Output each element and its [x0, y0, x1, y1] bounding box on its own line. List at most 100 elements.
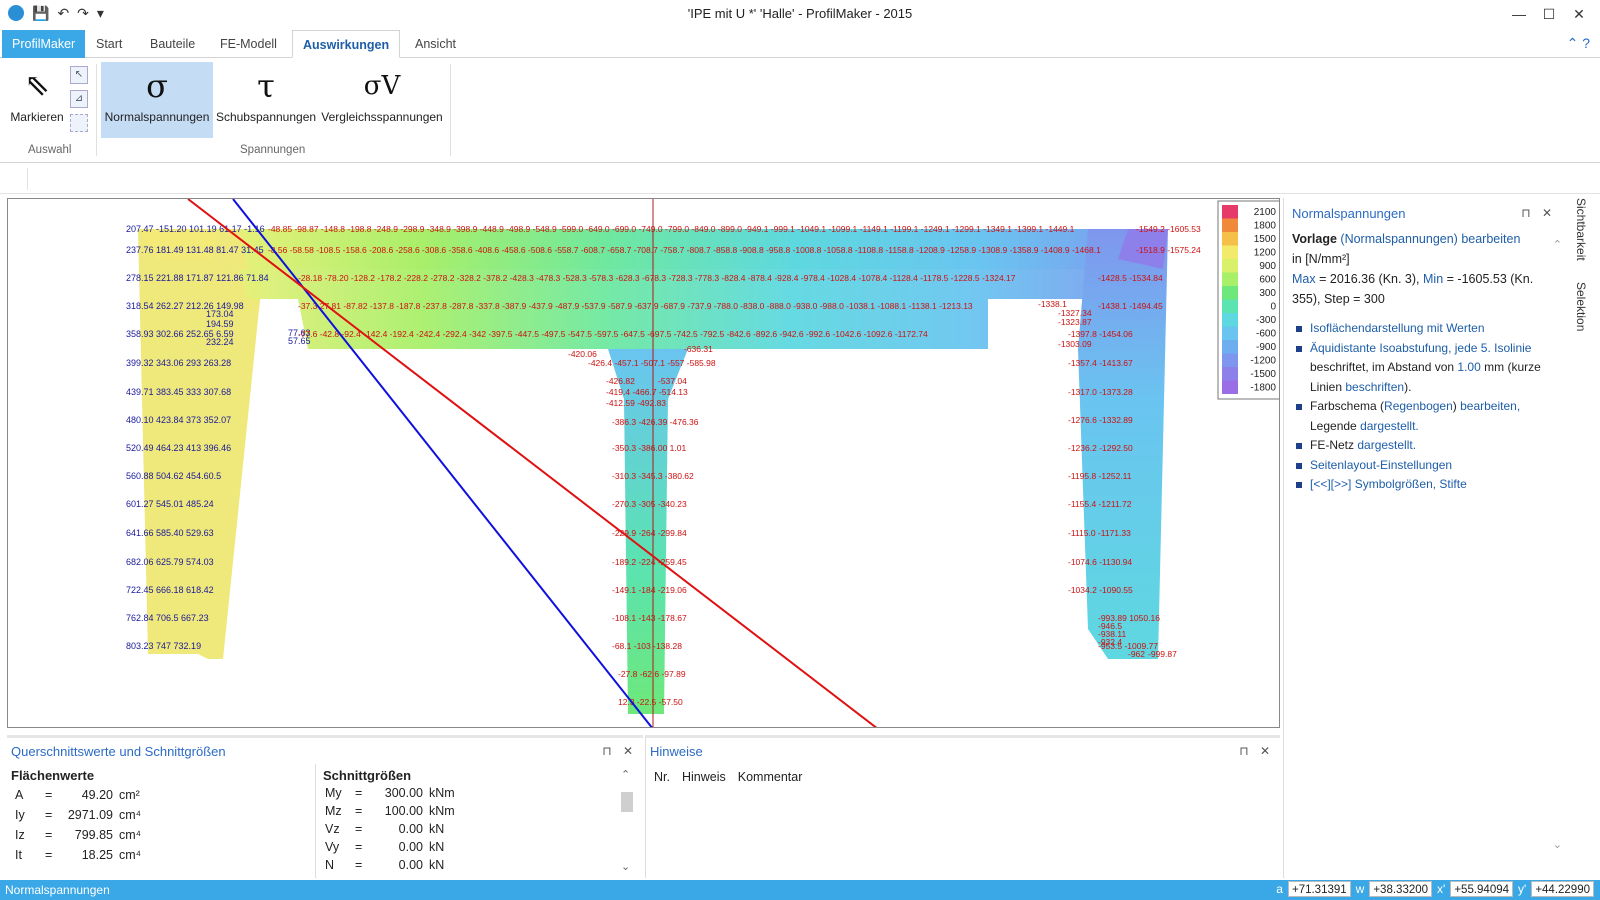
schnittgroessen-heading: Schnittgrößen: [323, 768, 412, 783]
legende-dargestellt-link[interactable]: dargestellt.: [1360, 418, 1419, 433]
list-item: Seitenlayout-Einstellungen: [1292, 456, 1558, 476]
tab-bauteile[interactable]: Bauteile: [150, 37, 196, 51]
ribbon: ⇖ Markieren ↖ ⊿ Auswahl σ Normalspannung…: [0, 58, 1600, 163]
min-link[interactable]: Min: [1423, 272, 1444, 286]
scroll-up-icon[interactable]: ⌃: [1552, 239, 1562, 251]
close-panel-icon[interactable]: ✕: [1541, 206, 1552, 220]
stress-label: -1518.9 -1575.24: [1136, 245, 1201, 255]
column-header-hinweis[interactable]: Hinweis: [681, 770, 726, 784]
select-element-icon[interactable]: ⊿: [70, 90, 88, 108]
select-rectangle-icon[interactable]: [70, 114, 88, 132]
schubspannungen-button[interactable]: τ Schubspannungen: [215, 62, 317, 138]
pin-icon[interactable]: ⊓: [1239, 744, 1249, 758]
undo-icon[interactable]: ↶: [57, 5, 70, 21]
tab-sichtbarkeit[interactable]: Sichtbarkeit: [1574, 198, 1588, 261]
value: 0.00: [398, 858, 423, 872]
scroll-up-icon[interactable]: ⌃: [621, 769, 631, 781]
unit: kN: [429, 840, 445, 854]
legend-label: 600: [1259, 275, 1276, 286]
vorlage-link[interactable]: (Normalspannungen): [1340, 232, 1458, 246]
customize-qat-icon[interactable]: ▾: [96, 5, 104, 21]
stress-zero-line: [187, 199, 878, 727]
legend-swatch: [1222, 245, 1238, 259]
seitenlayout-link[interactable]: Seitenlayout-Einstellungen: [1310, 457, 1453, 472]
tab-start[interactable]: Start: [96, 37, 123, 51]
legend-swatch: [1222, 272, 1238, 286]
tab-fe-modell[interactable]: FE-Modell: [220, 37, 277, 51]
stress-label: -1236.2 -1292.50: [1068, 443, 1133, 453]
stress-label: -229.9 -264 -299.84: [612, 528, 687, 538]
bearbeiten-link[interactable]: bearbeiten: [1461, 232, 1521, 246]
step-text: 355), Step = 300: [1292, 292, 1385, 306]
normalspannungen-button[interactable]: σ Normalspannungen: [101, 62, 213, 138]
legend-label: 300: [1259, 288, 1276, 299]
max-link[interactable]: Max: [1292, 272, 1316, 286]
collapse-ribbon-icon[interactable]: ⌃: [1566, 35, 1579, 51]
max-value: = 2016.36 (Kn. 3),: [1319, 272, 1420, 286]
symbol: N: [325, 858, 335, 872]
drawing-canvas[interactable]: 207.47 -151.20 101.19 61.17 -1.16 237.76…: [7, 198, 1280, 728]
unit: kN: [429, 858, 445, 872]
column-header-nr[interactable]: Nr.: [654, 770, 670, 784]
legend-label: -300: [1256, 315, 1276, 326]
tab-selektion[interactable]: Selektion: [1574, 282, 1588, 332]
help-icon[interactable]: ?: [1582, 35, 1590, 51]
legend-label: 2100: [1254, 207, 1277, 218]
legend-swatch: [1222, 367, 1238, 381]
panel-title: Hinweise: [650, 744, 703, 759]
legend-swatch: [1222, 299, 1238, 313]
close-panel-icon[interactable]: ✕: [1259, 744, 1270, 758]
select-pointer-icon[interactable]: ↖: [70, 66, 88, 84]
pin-icon[interactable]: ⊓: [1521, 206, 1531, 220]
color-legend: 21001800150012009006003000-300-600-900-1…: [1217, 200, 1279, 400]
tab-ansicht[interactable]: Ansicht: [415, 37, 456, 51]
symbolgroessen-link[interactable]: [<<][>>] Symbolgrößen, Stifte: [1310, 477, 1467, 491]
close-button[interactable]: ✕: [1573, 6, 1585, 22]
value: 300.00: [384, 786, 423, 800]
scroll-down-icon[interactable]: ⌄: [1552, 839, 1562, 851]
stress-label: 480.10 423.84 373 352.07: [126, 415, 231, 425]
app-icon[interactable]: [8, 5, 24, 21]
stress-plot[interactable]: 207.47 -151.20 101.19 61.17 -1.16 237.76…: [8, 199, 1280, 728]
unit: cm⁴: [119, 828, 142, 842]
isoabstufung-link[interactable]: Äquidistante Isoabstufung, jede 5. Isoli…: [1310, 340, 1532, 355]
stress-label: 318.54 262.27 212.26 149.98: [126, 301, 244, 311]
tab-auswirkungen[interactable]: Auswirkungen: [292, 30, 401, 58]
isoflaechen-link[interactable]: Isoflächendarstellung mit Werten: [1310, 321, 1485, 335]
equals: =: [355, 804, 363, 818]
farbschema-bearbeiten-link[interactable]: bearbeiten,: [1460, 399, 1521, 413]
scrollbar-thumb[interactable]: [621, 792, 633, 812]
regenbogen-link[interactable]: Regenbogen: [1384, 399, 1453, 413]
vergleichsspannungen-button[interactable]: σV Vergleichsspannungen: [320, 62, 444, 138]
legend-swatch: [1222, 232, 1238, 246]
status-bar: Normalspannungen a +71.31391 w +38.33200…: [0, 880, 1600, 900]
list-text: ).: [1404, 379, 1412, 394]
close-panel-icon[interactable]: ✕: [622, 744, 633, 758]
column-header-kommentar[interactable]: Kommentar: [737, 770, 803, 784]
fe-netz-dargestellt-link[interactable]: dargestellt.: [1357, 438, 1417, 452]
minimize-button[interactable]: —: [1512, 6, 1526, 22]
markieren-button[interactable]: ⇖ Markieren: [8, 62, 66, 138]
unit: kNm: [429, 786, 455, 800]
list-text: Legende: [1310, 418, 1361, 433]
redo-icon[interactable]: ↷: [77, 5, 89, 21]
pin-icon[interactable]: ⊓: [602, 744, 612, 758]
coord-label: a: [1276, 882, 1283, 896]
scroll-down-icon[interactable]: ⌄: [621, 861, 631, 873]
normalspannungen-label: Normalspannungen: [104, 110, 210, 124]
panel-pin-close-icons: ⊓ ✕: [1521, 206, 1552, 220]
tab-profilmaker[interactable]: ProfilMaker: [2, 30, 86, 58]
legend-swatch: [1222, 259, 1238, 273]
beschriften-link[interactable]: beschriften: [1345, 379, 1405, 394]
stress-label: -537.04: [658, 376, 687, 386]
info-panel-title: Normalspannungen: [1292, 206, 1406, 221]
hinweise-column-headers: Nr. Hinweis Kommentar: [654, 770, 802, 784]
abstand-link[interactable]: 1.00: [1457, 360, 1481, 374]
vertical-scrollbar[interactable]: ⌃ ⌄: [619, 768, 635, 878]
save-icon[interactable]: 💾: [32, 5, 50, 21]
legend-label: -1800: [1250, 383, 1276, 394]
stress-label: -1317.0 -1373.28: [1068, 387, 1133, 397]
maximize-button[interactable]: ☐: [1542, 6, 1556, 22]
quick-access-toolbar: 💾 ↶ ↷ ▾: [32, 4, 104, 22]
